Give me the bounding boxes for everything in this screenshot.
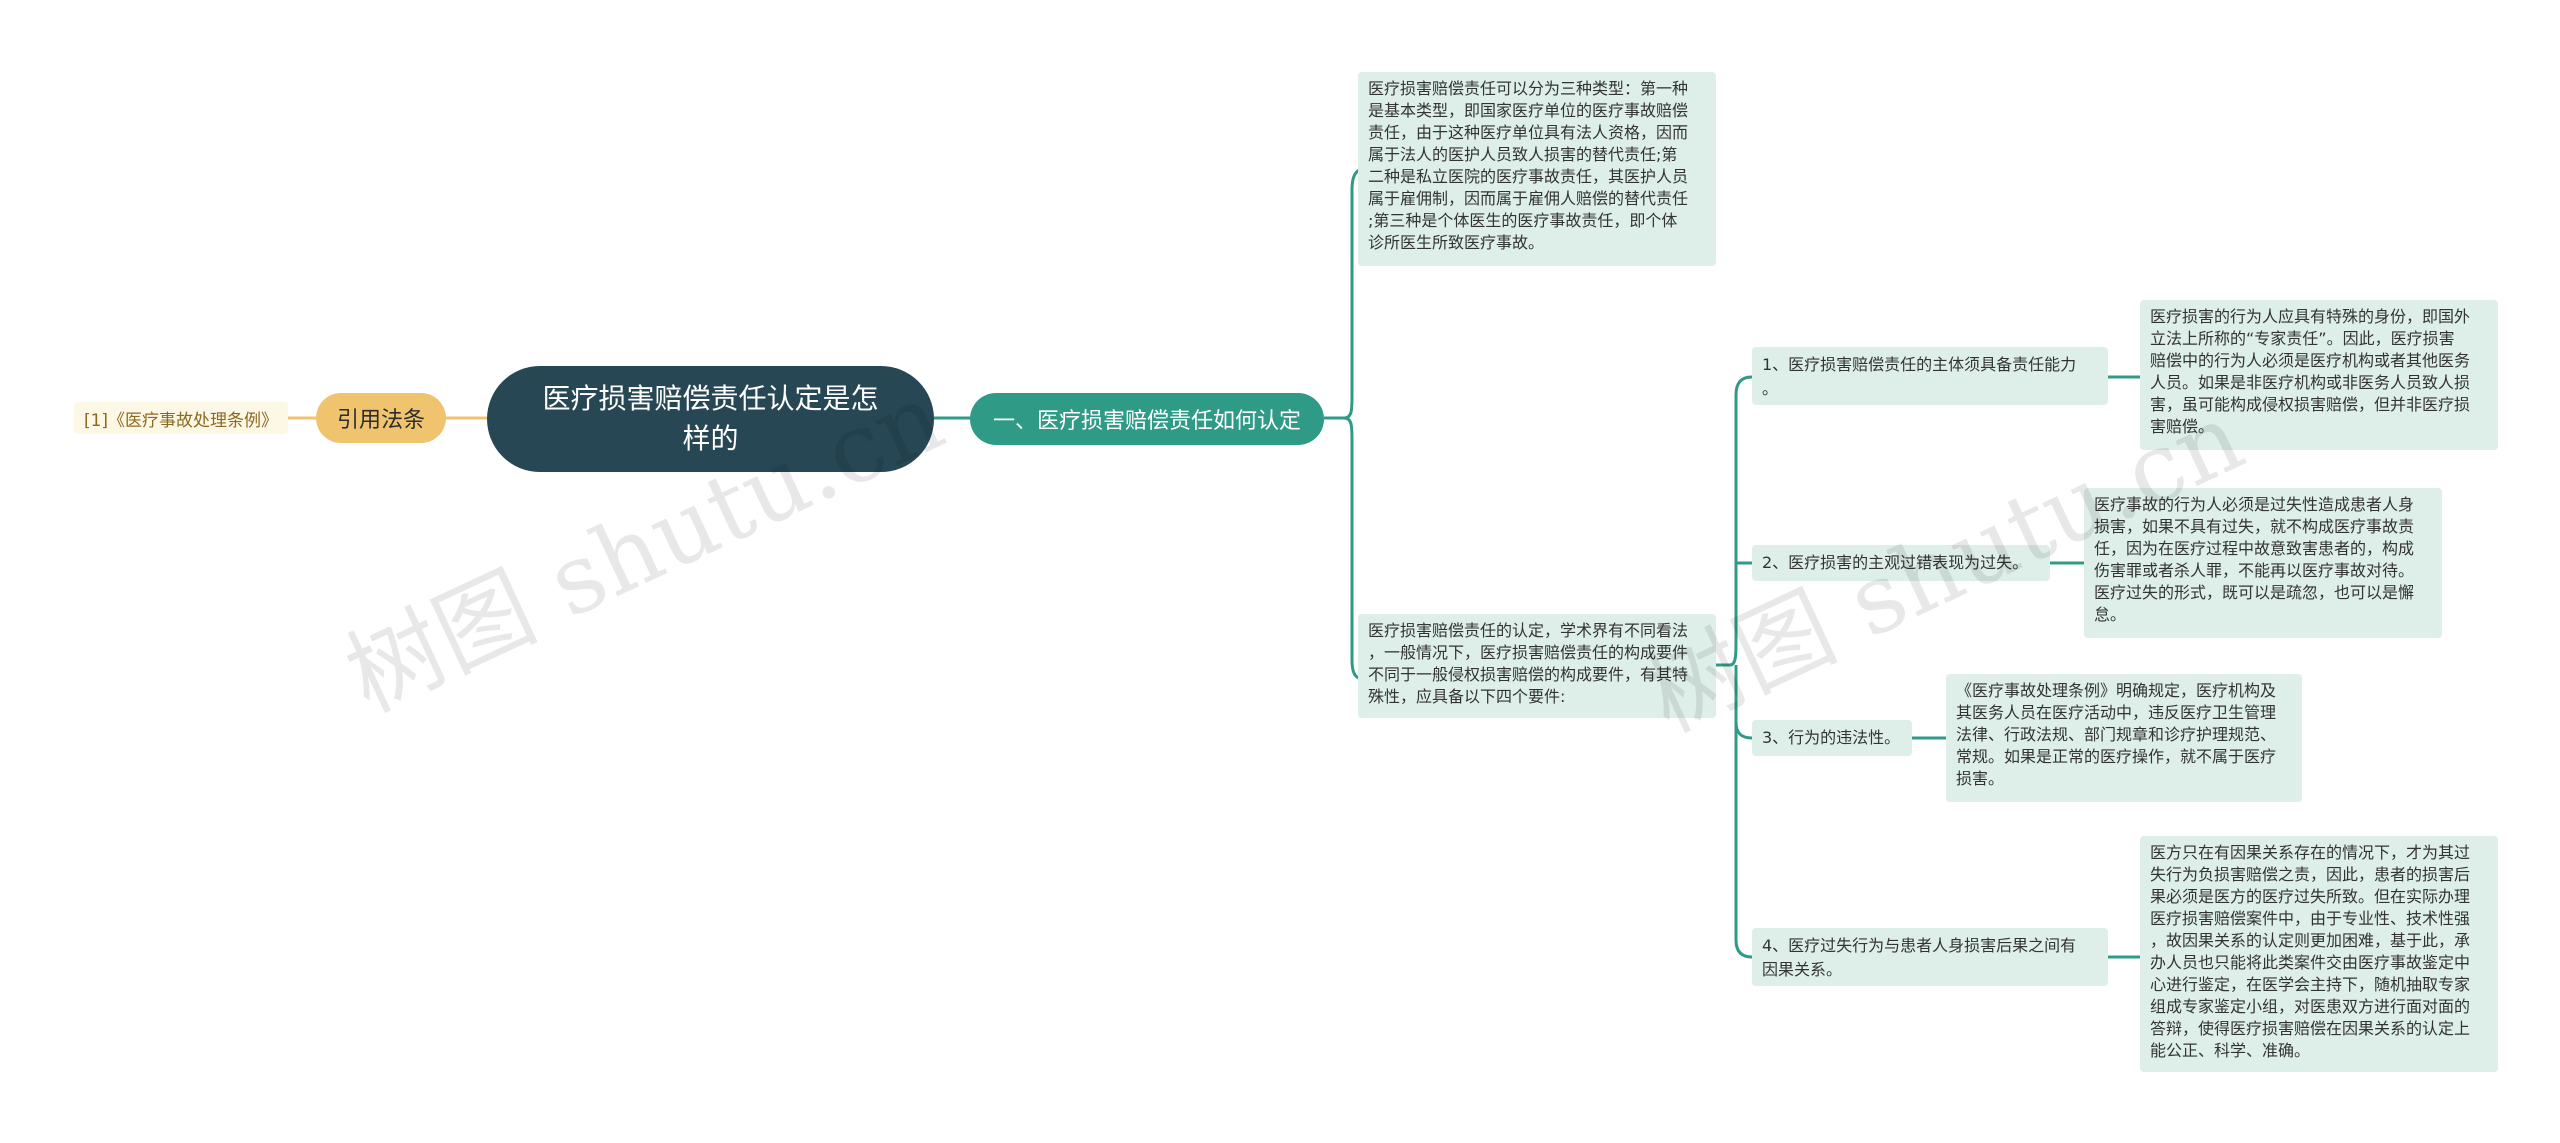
root-node[interactable]: 医疗损害赔偿责任认定是怎样的 (487, 366, 934, 472)
link-elements-items (1716, 375, 1753, 959)
citation-ref[interactable]: [1]《医疗事故处理条例》 (74, 402, 288, 434)
citation-node[interactable]: 引用法条 (316, 393, 446, 443)
item-1[interactable]: 1、医疗损害赔偿责任的主体须具备责任能力 。 (1752, 347, 2108, 405)
item-3-detail[interactable]: 《医疗事故处理条例》明确规定，医疗机构及 其医务人员在医疗活动中，违反医疗卫生管… (1946, 674, 2302, 802)
item-1-detail[interactable]: 医疗损害的行为人应具有特殊的身份，即国外 立法上所称的“专家责任”。因此，医疗损… (2140, 300, 2498, 450)
item-2[interactable]: 2、医疗损害的主观过错表现为过失。 (1752, 545, 2050, 581)
detail-types[interactable]: 医疗损害赔偿责任可以分为三种类型：第一种 是基本类型，即国家医疗单位的医疗事故赔… (1358, 72, 1716, 266)
item-4-detail[interactable]: 医方只在有因果关系存在的情况下，才为其过 失行为负损害赔偿之责，因此，患者的损害… (2140, 836, 2498, 1072)
item-4[interactable]: 4、医疗过失行为与患者人身损害后果之间有 因果关系。 (1752, 928, 2108, 986)
branch-node[interactable]: 一、医疗损害赔偿责任如何认定 (970, 393, 1324, 445)
item-2-detail[interactable]: 医疗事故的行为人必须是过失性造成患者人身 损害，如果不具有过失，就不构成医疗事故… (2084, 488, 2442, 638)
detail-elements[interactable]: 医疗损害赔偿责任的认定，学术界有不同看法 ，一般情况下，医疗损害赔偿责任的构成要… (1358, 614, 1716, 718)
item-3[interactable]: 3、行为的违法性。 (1752, 720, 1912, 756)
